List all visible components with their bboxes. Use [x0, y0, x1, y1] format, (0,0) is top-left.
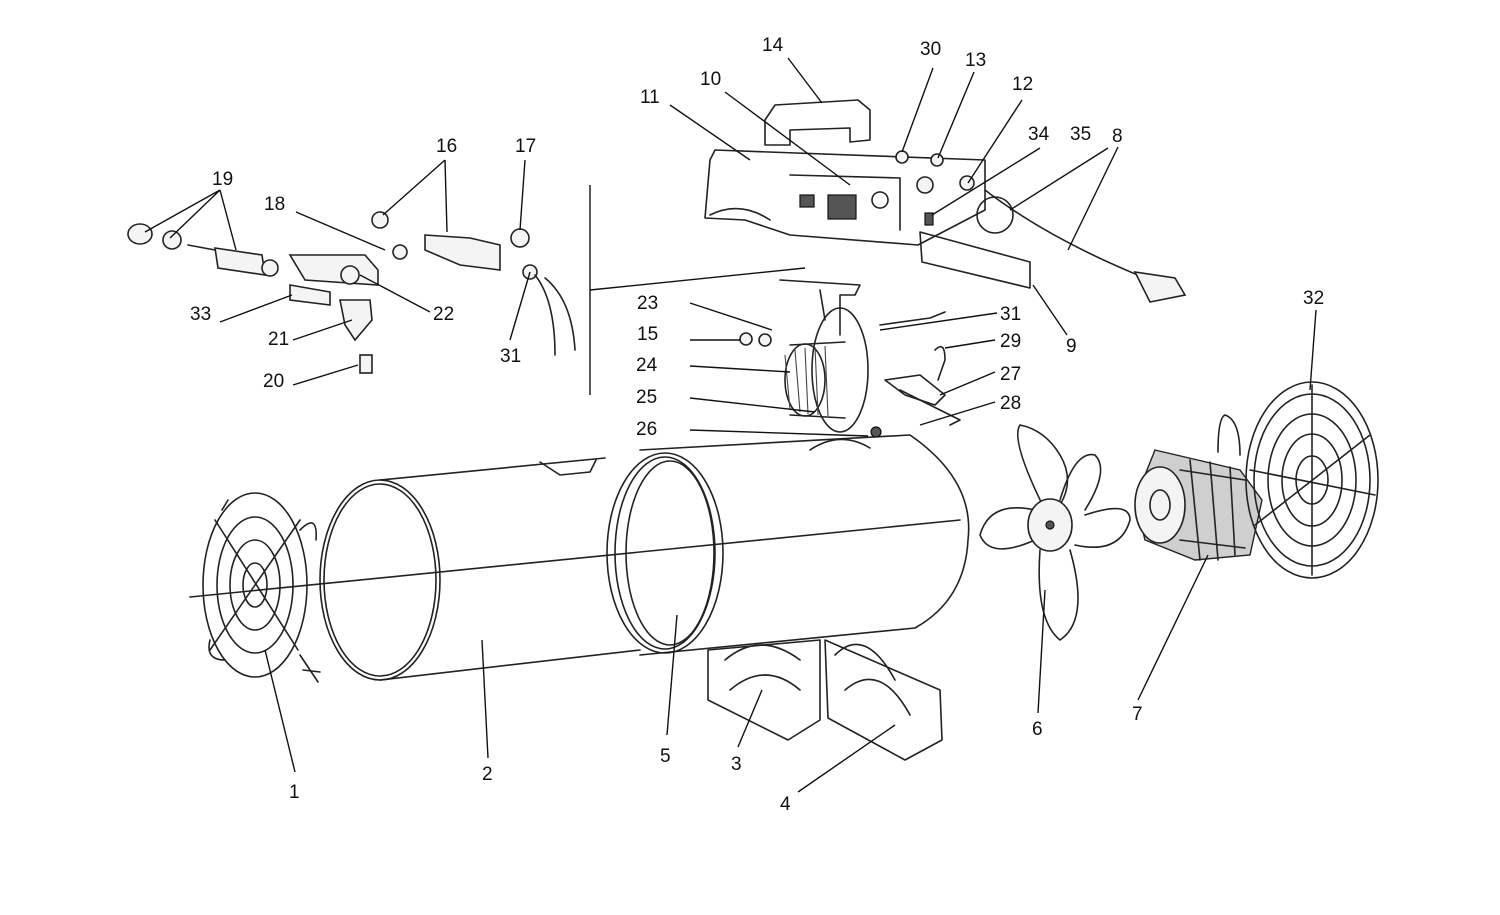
callout-2: 2 — [482, 764, 493, 785]
callout-26: 26 — [636, 419, 657, 440]
fuel-line-assembly — [127, 211, 576, 374]
callout-4: 4 — [780, 794, 791, 815]
callout-28: 28 — [1000, 393, 1021, 414]
stand-front — [707, 639, 821, 741]
fan-motor — [1134, 414, 1263, 561]
callout-23: 23 — [637, 293, 658, 314]
callout-19: 19 — [212, 169, 233, 190]
callout-27: 27 — [1000, 364, 1021, 385]
callout-11: 11 — [640, 87, 660, 108]
outer-casing — [189, 434, 970, 656]
callout-18: 18 — [264, 194, 285, 215]
burner-assembly — [739, 279, 961, 438]
callout-labels: 1 2 3 4 5 6 7 8 9 10 11 12 13 14 15 16 1… — [190, 35, 1324, 815]
callout-12: 12 — [1012, 74, 1033, 95]
callout-35: 35 — [1070, 124, 1091, 145]
callout-33: 33 — [190, 304, 211, 325]
callout-3: 3 — [731, 754, 742, 775]
callout-24: 24 — [636, 355, 658, 376]
callout-25: 25 — [636, 387, 657, 408]
callout-20: 20 — [263, 371, 284, 392]
callout-15: 15 — [637, 324, 658, 345]
callout-29: 29 — [1000, 331, 1021, 352]
callout-31-fuel: 31 — [500, 346, 521, 367]
callout-22: 22 — [433, 304, 454, 325]
callout-30: 30 — [920, 39, 941, 60]
bracket-line — [589, 185, 806, 395]
callout-7: 7 — [1132, 704, 1143, 725]
callout-6: 6 — [1032, 719, 1043, 740]
callout-5: 5 — [660, 746, 671, 767]
combustion-chamber — [319, 457, 641, 681]
callout-10: 10 — [700, 69, 721, 90]
leader-lines — [144, 57, 1317, 793]
control-box — [704, 99, 1187, 303]
fan-blade — [979, 424, 1131, 641]
callout-17: 17 — [515, 136, 536, 157]
rear-grille — [1245, 381, 1379, 579]
callout-34: 34 — [1028, 124, 1050, 145]
callout-32: 32 — [1303, 288, 1324, 309]
callout-13: 13 — [965, 50, 986, 71]
callout-16: 16 — [436, 136, 457, 157]
callout-31-burner: 31 — [1000, 304, 1021, 325]
stand-rear — [824, 639, 943, 761]
callout-21: 21 — [268, 329, 289, 350]
callout-1: 1 — [289, 782, 300, 803]
callout-14: 14 — [762, 35, 784, 56]
front-grille — [202, 492, 321, 683]
callout-8: 8 — [1112, 126, 1123, 147]
callout-9: 9 — [1066, 336, 1077, 357]
